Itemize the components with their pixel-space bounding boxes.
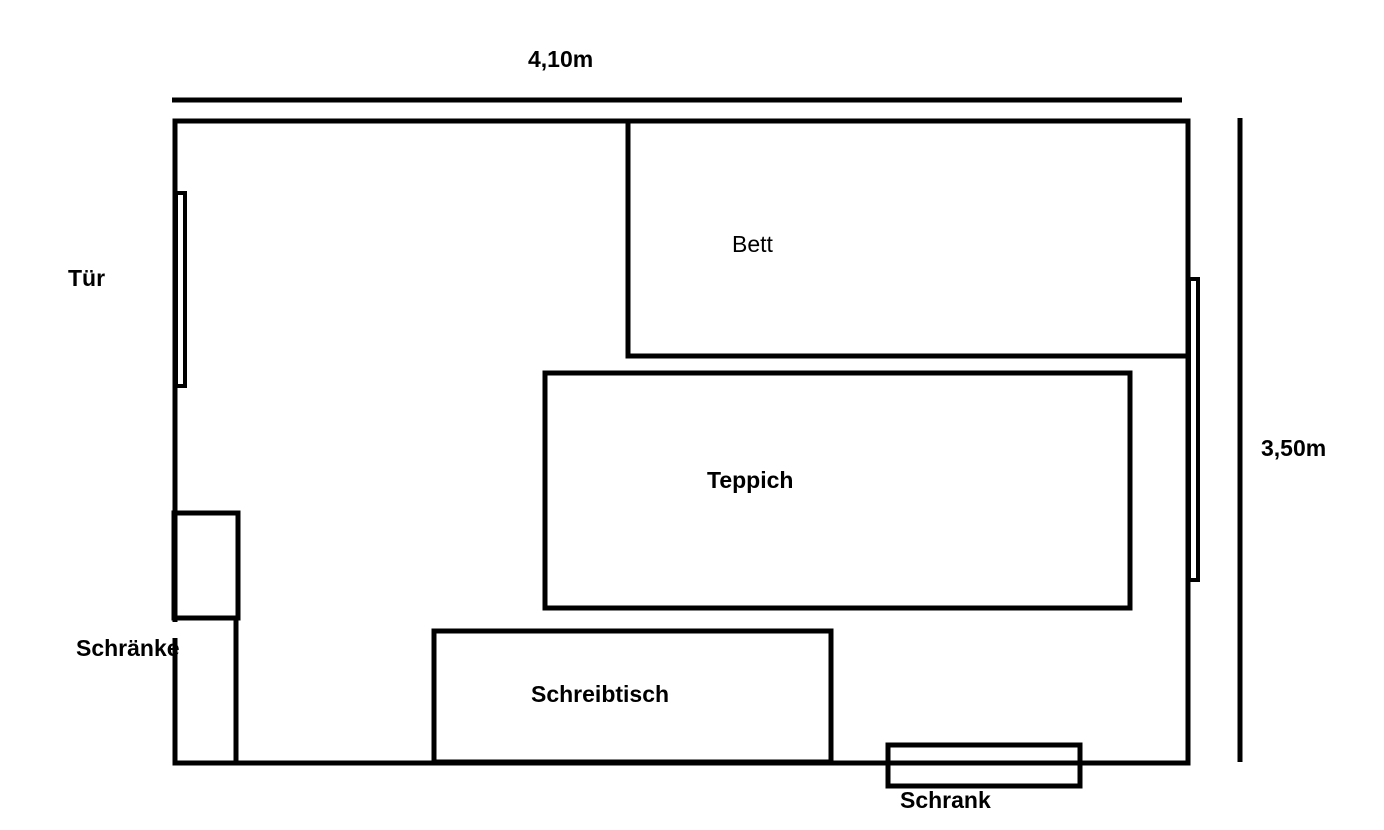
desk — [431, 628, 834, 765]
bed — [625, 118, 1191, 359]
door — [174, 191, 187, 388]
right-wall-window — [1187, 277, 1200, 582]
cabinet-upper — [171, 510, 241, 621]
cabinets-label: Schränke — [76, 635, 180, 661]
height-label: 3,50m — [1261, 435, 1327, 461]
bed-label: Bett — [732, 231, 773, 257]
width-label: 4,10m — [528, 46, 594, 72]
wardrobe-label: Schrank — [900, 787, 991, 813]
rug — [542, 370, 1133, 611]
cabinet-label-gap — [170, 622, 182, 638]
rug-label: Teppich — [707, 467, 794, 493]
desk-label: Schreibtisch — [531, 681, 670, 707]
door-label: Tür — [68, 265, 106, 291]
room-outline — [172, 118, 1191, 766]
wardrobe — [885, 742, 1083, 789]
